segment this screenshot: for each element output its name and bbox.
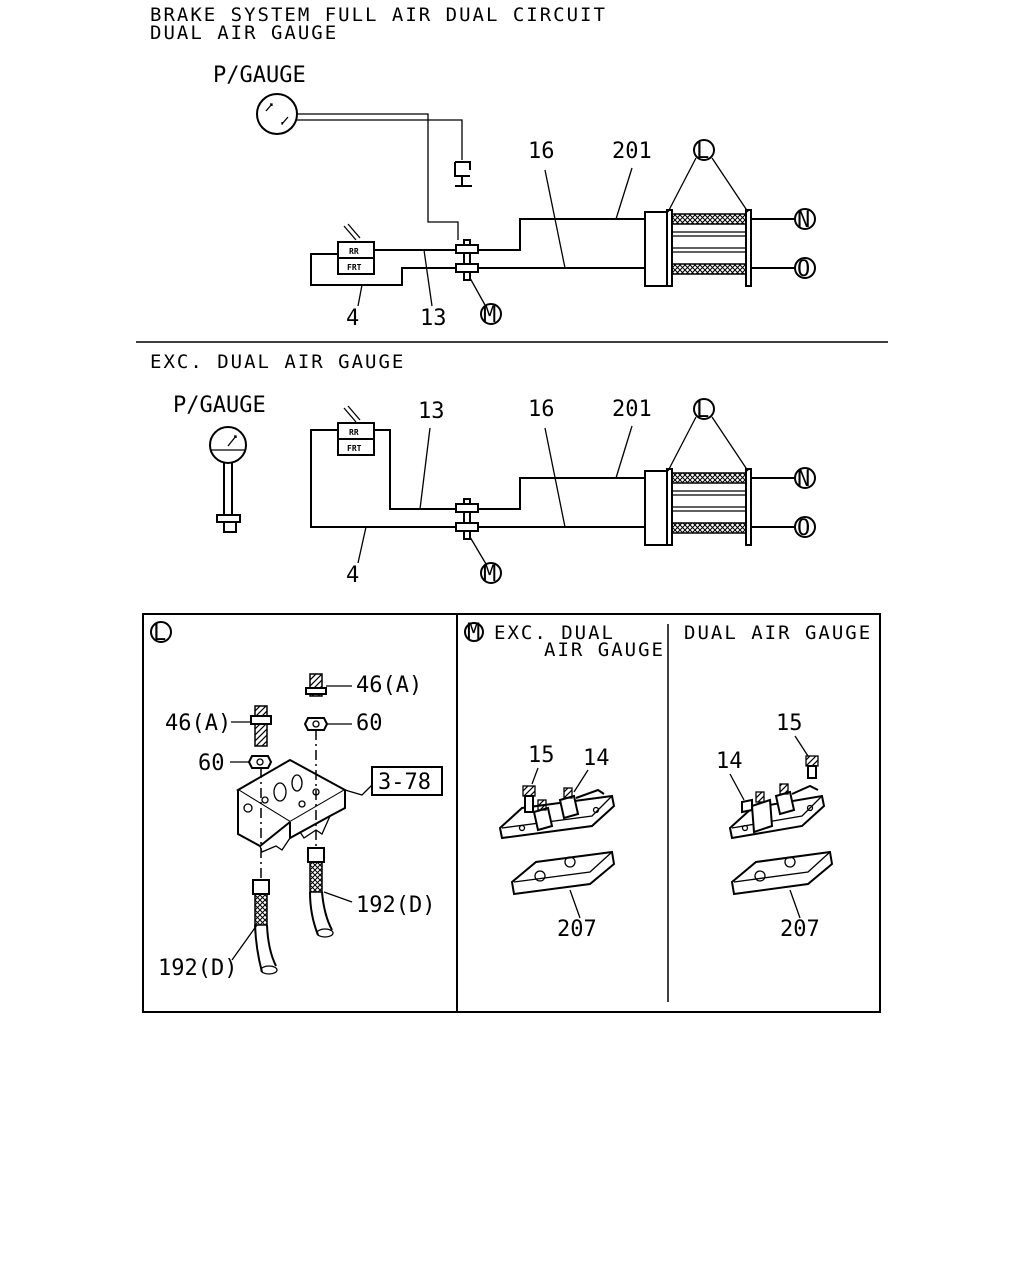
svg-text:RR: RR [349, 428, 359, 437]
detail-m-heading-line1: EXC. DUAL [494, 622, 615, 644]
mid-callout-circle-o [794, 516, 816, 538]
top-callout-circle-n [794, 208, 816, 230]
top-dual-gauge-icon [256, 93, 472, 240]
top-callout-16: 16 [528, 139, 555, 164]
mid-section-heading: EXC. DUAL AIR GAUGE [150, 351, 405, 373]
detail-m-circle [464, 622, 484, 642]
mid-connector-bundle [644, 468, 795, 546]
label-nut-right: 60 [356, 711, 383, 736]
svg-text:N: N [797, 208, 810, 233]
mid-schematic: EXC. DUAL AIR GAUGE P/GAUGE RR FRT [150, 351, 816, 588]
detail-m-label-14: 14 [583, 746, 610, 771]
mid-callout-circle-l [693, 398, 715, 420]
nut-right-icon [303, 717, 329, 731]
top-connector-bundle [644, 209, 795, 287]
mid-union-block [455, 498, 479, 540]
svg-text:M: M [483, 562, 496, 587]
top-schematic: P/GAUGE RR FRT [213, 63, 816, 331]
label-nut-left: 60 [198, 751, 225, 776]
detail-dual-assembly-icon [728, 755, 834, 896]
detail-dual-panel: DUAL AIR GAUGE 15 14 207 [684, 622, 872, 942]
mid-callout-4: 4 [346, 563, 359, 588]
detail-m-assembly-icon [498, 785, 616, 896]
svg-text:RR: RR [349, 247, 359, 256]
label-bolt-left: 46(A) [165, 711, 231, 736]
mid-callout-16: 16 [528, 397, 555, 422]
ref-box [371, 766, 443, 796]
nut-left-icon [247, 755, 273, 769]
diagram-title-line1: BRAKE SYSTEM FULL AIR DUAL CIRCUIT [150, 4, 607, 26]
svg-text:FRT: FRT [347, 263, 362, 272]
label-bolt-right: 46(A) [356, 673, 422, 698]
top-callout-201: 201 [612, 139, 652, 164]
top-callout-13: 13 [420, 306, 447, 331]
top-callout-circle-o [794, 257, 816, 279]
hose-right-icon [307, 847, 334, 938]
top-union-block [455, 239, 479, 281]
mid-gauge-label: P/GAUGE [173, 393, 266, 418]
detail-m-heading-line2: AIR GAUGE [544, 639, 665, 661]
bolt-left-icon [250, 705, 272, 747]
detail-dual-label-15: 15 [776, 711, 803, 736]
label-ref-3-78: 3-78 [378, 770, 431, 795]
detail-m-label-207: 207 [557, 917, 597, 942]
svg-text:N: N [797, 467, 810, 492]
top-callout-circle-m [480, 303, 502, 325]
mid-callout-13: 13 [418, 399, 445, 424]
detail-dual-label-207: 207 [780, 917, 820, 942]
label-hose-left: 192(D) [158, 956, 237, 981]
svg-text:M: M [483, 303, 496, 328]
svg-text:O: O [797, 516, 810, 541]
detail-l-circle [150, 621, 172, 643]
detail-m-label-15: 15 [528, 743, 555, 768]
svg-text:FRT: FRT [347, 444, 362, 453]
label-hose-right: 192(D) [356, 893, 435, 918]
mid-callout-circle-m [480, 562, 502, 584]
svg-text:M: M [467, 620, 480, 645]
detail-m-panel: M EXC. DUAL AIR GAUGE 15 14 [464, 620, 665, 942]
mid-callout-201: 201 [612, 397, 652, 422]
svg-text:L: L [696, 139, 709, 164]
detail-dual-heading: DUAL AIR GAUGE [684, 622, 872, 644]
svg-text:L: L [153, 621, 166, 646]
detail-l-panel: L 46(A) 60 46(A) 60 [150, 621, 443, 981]
bolt-right-icon [305, 673, 327, 697]
mid-callout-circle-n [794, 467, 816, 489]
detail-frame [142, 613, 881, 1013]
detail-dual-label-14: 14 [716, 749, 743, 774]
mid-brake-valve: RR FRT [337, 405, 375, 456]
svg-text:O: O [797, 257, 810, 282]
mid-single-gauge-icon [209, 426, 247, 533]
top-brake-valve: RR FRT [337, 223, 375, 275]
diagram-title-line2: DUAL AIR GAUGE [150, 22, 338, 44]
top-gauge-label: P/GAUGE [213, 63, 306, 88]
top-callout-circle-l [693, 139, 715, 161]
bracket-icon [236, 758, 373, 853]
svg-text:L: L [696, 398, 709, 423]
hose-left-icon [252, 879, 278, 975]
top-callout-4: 4 [346, 306, 359, 331]
